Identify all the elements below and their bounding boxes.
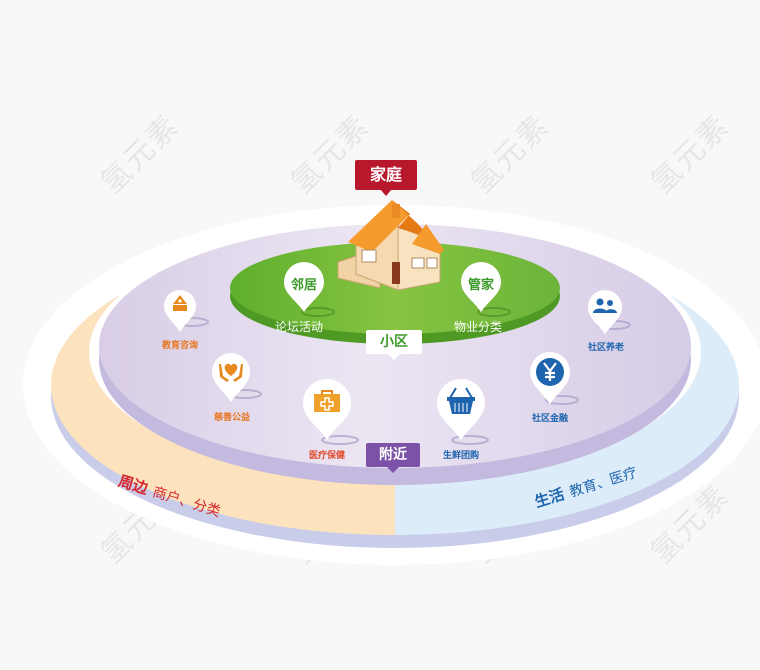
house-icon — [337, 200, 444, 291]
yen-coin-icon — [536, 358, 564, 386]
hands-heart-icon — [219, 363, 243, 382]
pen-nib-icon — [173, 295, 187, 311]
family-tag-label: 家庭 — [369, 165, 402, 184]
pin-charity[interactable] — [210, 352, 252, 404]
label-education-consulting: 教育咨询 — [161, 341, 199, 351]
label-fresh-groupbuy: 生鲜团购 — [442, 451, 480, 461]
people-icon — [593, 298, 617, 313]
nearby-tag: 附近 — [366, 443, 420, 473]
nearby-tag-label: 附近 — [379, 447, 407, 463]
caption-forum-activities: 论坛活动 — [275, 320, 324, 334]
pin-education-consulting[interactable] — [162, 288, 198, 334]
caption-property-categories: 物业分类 — [454, 320, 503, 334]
community-tag: 小区 — [366, 330, 422, 360]
pin-neighbors-label: 邻居 — [290, 278, 317, 293]
label-community-finance: 社区金融 — [531, 414, 569, 424]
pin-neighbors[interactable]: 邻居 — [280, 262, 328, 314]
family-tag: 家庭 — [355, 160, 417, 196]
shopping-basket-icon — [447, 387, 475, 414]
medical-kit-icon — [314, 390, 340, 412]
label-elderly-care: 社区养老 — [587, 343, 625, 353]
label-healthcare: 医疗保健 — [308, 451, 346, 461]
pin-fresh-groupbuy[interactable] — [435, 378, 487, 442]
pin-housekeeper-label: 管家 — [467, 278, 494, 293]
pin-housekeeper[interactable]: 管家 — [457, 262, 505, 314]
community-tag-label: 小区 — [380, 334, 408, 350]
pin-community-finance[interactable] — [528, 350, 572, 406]
label-charity: 慈善公益 — [213, 413, 251, 423]
pin-healthcare[interactable] — [301, 378, 353, 442]
pin-elderly-care[interactable] — [586, 288, 624, 336]
